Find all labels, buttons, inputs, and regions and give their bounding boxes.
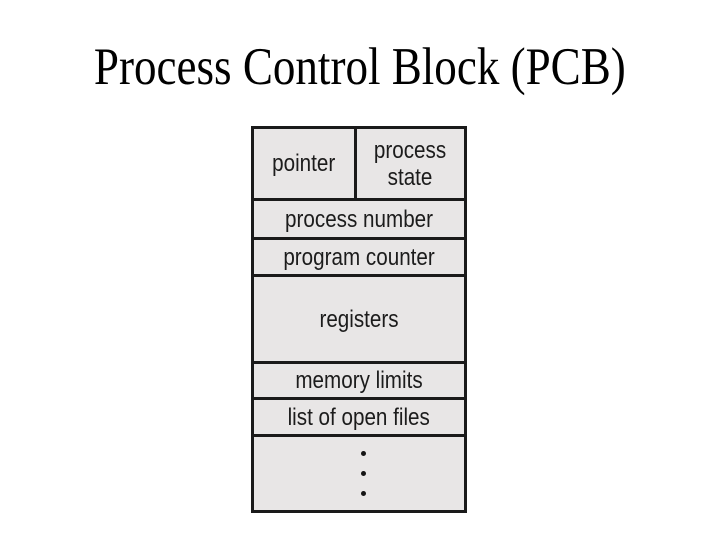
ellipsis-dot [360, 451, 366, 456]
pcb-cell-program-counter: program counter [254, 237, 464, 274]
pcb-cell-process-number: process number [254, 198, 464, 237]
pcb-cell-registers: registers [254, 274, 464, 361]
ellipsis-dot [360, 471, 366, 476]
pcb-cell-pointer: pointer [254, 129, 357, 198]
process-state-line2: state [388, 163, 433, 191]
memory-limits-label: memory limits [295, 367, 423, 394]
process-number-label: process number [284, 205, 433, 233]
pointer-label: pointer [272, 150, 336, 177]
program-counter-label: program counter [283, 243, 435, 271]
pcb-cell-ellipsis [254, 434, 464, 510]
open-files-label: list of open files [287, 403, 431, 431]
ellipsis-dot [360, 491, 366, 496]
slide-title: Process Control Block (PCB) [0, 38, 720, 96]
pcb-cell-memory-limits: memory limits [254, 361, 464, 397]
registers-label: registers [319, 305, 399, 333]
process-state-line1: process [374, 136, 447, 164]
ellipsis [360, 451, 366, 496]
slide-title-text: Process Control Block (PCB) [94, 38, 626, 96]
pcb-cell-open-files: list of open files [254, 397, 464, 434]
